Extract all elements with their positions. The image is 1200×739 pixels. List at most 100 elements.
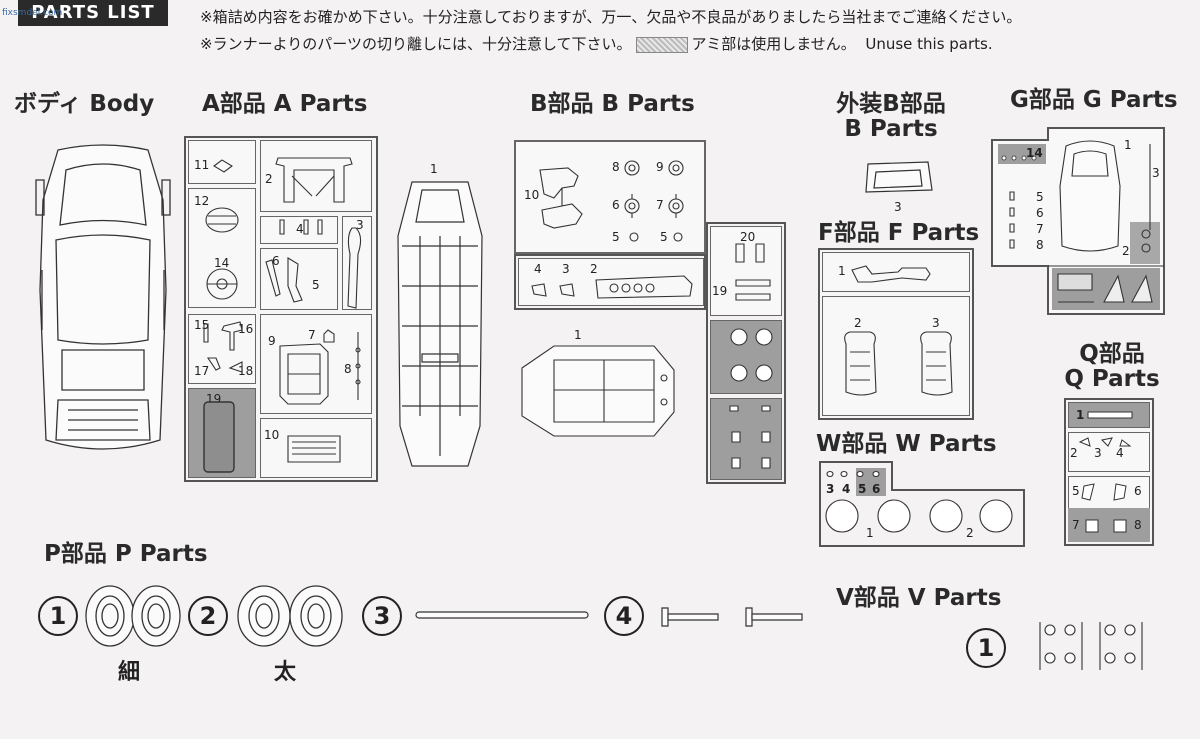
q-num-8: 8 (1134, 518, 1142, 532)
a-num-15: 15 (194, 318, 210, 332)
g-num-2: 2 (1122, 244, 1130, 258)
section-title-a: A部品 A Parts (202, 91, 368, 117)
body-shell-drawing (28, 140, 178, 485)
g-num-8: 8 (1036, 238, 1044, 252)
p-tires-drawing (80, 584, 360, 648)
note-line-1: ※箱詰め内容をお確かめ下さい。十分注意しておりますが、万一、欠品や不良品がありま… (200, 8, 1022, 26)
f-num-1: 1 (838, 264, 846, 278)
q-num-4: 4 (1116, 446, 1124, 460)
section-title-b: B部品 B Parts (530, 91, 695, 117)
b-num-3: 3 (562, 262, 570, 276)
a-part-4-cell (260, 216, 338, 244)
p-part-4-number: 4 (604, 596, 644, 636)
note-line-2: ※ランナーよりのパーツの切り離しには、十分注意して下さい。 アミ部は使用しません。… (200, 33, 993, 54)
b-num-6: 6 (612, 198, 620, 212)
f-num-2: 2 (854, 316, 862, 330)
w-num-4: 4 (842, 482, 851, 496)
b-ext-num-3: 3 (894, 200, 902, 214)
section-title-p: P部品 P Parts (44, 541, 208, 567)
a-num-2: 2 (265, 172, 273, 186)
w-num-2: 2 (966, 526, 974, 540)
b-num-7: 7 (656, 198, 664, 212)
b-num-5b: 5 (660, 230, 668, 244)
b-part-19-20-cell (710, 226, 782, 316)
q-num-2: 2 (1070, 446, 1078, 460)
a-part-1-floor-pan (392, 176, 488, 472)
v-parts-drawing (1036, 618, 1146, 674)
section-title-q-en: Q Parts (1064, 366, 1160, 393)
q-num-5: 5 (1072, 484, 1080, 498)
f-part-2-3-cell (822, 296, 970, 416)
p-thick-label: 太 (274, 660, 297, 685)
b-num-9: 9 (656, 160, 664, 174)
q-parts-drawings (1068, 402, 1150, 542)
b-part-5-10-cell (514, 140, 706, 254)
section-title-f: F部品 F Parts (818, 220, 980, 246)
a-part-2-cell (260, 140, 372, 212)
q-num-7: 7 (1072, 518, 1080, 532)
note-line-2-text: ※ランナーよりのパーツの切り離しには、十分注意して下さい。 (200, 35, 632, 53)
watermark: fixsmdel.com (2, 8, 63, 18)
b-num-1: 1 (574, 328, 582, 342)
a-parts-drawings (184, 136, 378, 482)
section-title-q: Q部品 Q Parts (1062, 341, 1162, 393)
v-part-1-number: 1 (966, 628, 1006, 668)
a-num-4: 4 (296, 222, 304, 236)
b-num-20: 20 (740, 230, 756, 244)
section-title-b-ext-jp: 外装B部品 (836, 91, 946, 117)
p-part-1-number: 1 (38, 596, 78, 636)
note-line-2-en: Unuse this parts. (865, 35, 993, 53)
p-thin-label: 細 (118, 660, 141, 685)
b-num-4: 4 (534, 262, 542, 276)
b-num-5a: 5 (612, 230, 620, 244)
section-title-b-ext: 外装B部品 B Parts (826, 91, 956, 143)
note-line-2-mesh-text: アミ部は使用しません。 (691, 35, 856, 53)
p-axles-drawing (414, 606, 804, 636)
section-title-v: V部品 V Parts (836, 585, 1002, 611)
b-parts-drawings (514, 140, 786, 484)
b-ext-part-3-drawing (862, 158, 934, 198)
g-num-5: 5 (1036, 190, 1044, 204)
b-num-2: 2 (590, 262, 598, 276)
a-part-11-cell (188, 140, 256, 184)
a-num-16: 16 (238, 322, 254, 336)
b-num-8: 8 (612, 160, 620, 174)
f-parts-drawings (822, 252, 970, 416)
a-num-11: 11 (194, 158, 210, 172)
p-part-2-number: 2 (188, 596, 228, 636)
a-num-12: 12 (194, 194, 210, 208)
parts-list-header: PARTS LIST (18, 0, 168, 26)
g-parts-drawings (990, 126, 1166, 316)
b-part-2-4-frame (514, 254, 706, 310)
a-num-14: 14 (214, 256, 230, 270)
mesh-swatch (635, 36, 688, 53)
a-part-5-6-cell (260, 248, 338, 310)
b-num-19: 19 (712, 284, 728, 298)
q-num-1: 1 (1076, 408, 1085, 422)
section-title-q-jp: Q部品 (1079, 341, 1145, 367)
q-part-7-8-mesh (1068, 508, 1150, 542)
a-part-12-14-cell (188, 188, 256, 308)
section-title-body: ボディ Body (14, 91, 155, 117)
section-title-g: G部品 G Parts (1010, 87, 1178, 113)
f-num-3: 3 (932, 316, 940, 330)
a-num-17: 17 (194, 364, 210, 378)
b-num-10: 10 (524, 188, 540, 202)
a-num-8: 8 (344, 362, 352, 376)
section-title-b-ext-en: B Parts (844, 116, 938, 143)
a-num-5: 5 (312, 278, 320, 292)
w-num-1: 1 (866, 526, 874, 540)
q-num-6: 6 (1134, 484, 1142, 498)
a-num-1: 1 (430, 162, 438, 176)
a-num-6: 6 (272, 254, 280, 268)
a-part-15-18-cell (188, 314, 256, 384)
a-num-9: 9 (268, 334, 276, 348)
w-num-5: 5 (858, 482, 867, 496)
g-num-6: 6 (1036, 206, 1044, 220)
a-num-3: 3 (356, 218, 364, 232)
w-parts-drawings (818, 460, 1026, 548)
a-num-7: 7 (308, 328, 316, 342)
w-num-6: 6 (872, 482, 881, 496)
g-num-14: 14 (1026, 146, 1043, 160)
a-part-7-9-cell (260, 314, 372, 414)
